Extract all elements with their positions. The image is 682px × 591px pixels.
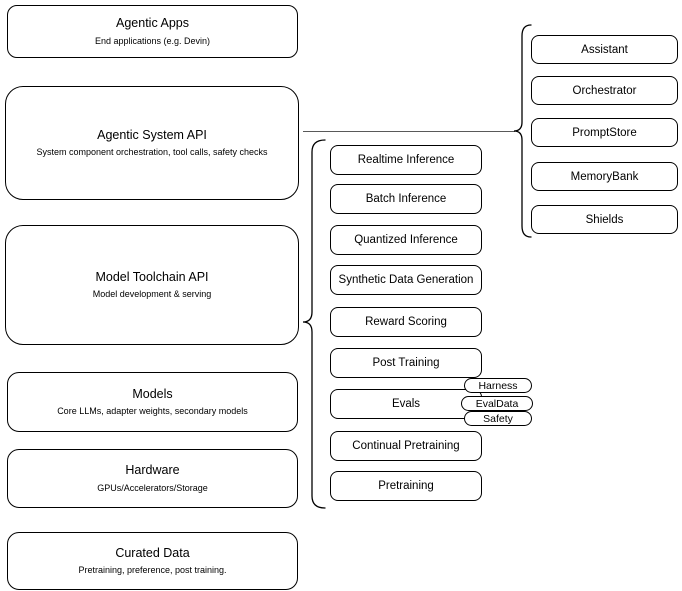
box-agentic-apps: Agentic Apps End applications (e.g. Devi…: [7, 5, 298, 58]
box-quantized-inference-label: Quantized Inference: [354, 234, 458, 246]
box-reward-scoring: Reward Scoring: [330, 307, 482, 337]
box-continual-pretraining: Continual Pretraining: [330, 431, 482, 461]
box-evals: Evals: [330, 389, 482, 419]
box-agentic-system-api: Agentic System API System component orch…: [5, 86, 299, 200]
box-curated-data-subtitle: Pretraining, preference, post training.: [78, 565, 227, 576]
box-post-training-label: Post Training: [372, 357, 440, 369]
box-model-toolchain-api: Model Toolchain API Model development & …: [5, 225, 299, 345]
box-curated-data-title: Curated Data: [115, 545, 190, 560]
box-evals-label: Evals: [391, 398, 421, 410]
system-api-connector-line: [303, 131, 515, 133]
pill-harness: Harness: [464, 378, 532, 393]
box-model-toolchain-api-subtitle: Model development & serving: [92, 289, 212, 300]
box-batch-inference: Batch Inference: [330, 184, 482, 214]
box-orchestrator-label: Orchestrator: [572, 84, 637, 97]
box-models-title: Models: [132, 386, 173, 401]
box-assistant: Assistant: [531, 35, 678, 64]
pill-harness-label: Harness: [478, 379, 518, 392]
box-promptstore-label: PromptStore: [572, 126, 637, 139]
box-realtime-inference-label: Realtime Inference: [357, 154, 455, 166]
box-reward-scoring-label: Reward Scoring: [365, 316, 447, 328]
box-agentic-system-api-subtitle: System component orchestration, tool cal…: [36, 147, 268, 158]
box-memorybank-label: MemoryBank: [570, 170, 639, 183]
system-group-brace: [513, 24, 532, 238]
box-orchestrator: Orchestrator: [531, 76, 678, 105]
box-agentic-apps-title: Agentic Apps: [116, 16, 189, 31]
pill-safety: Safety: [464, 411, 532, 426]
box-agentic-apps-subtitle: End applications (e.g. Devin): [94, 35, 211, 46]
box-pretraining-label: Pretraining: [378, 480, 434, 492]
box-quantized-inference: Quantized Inference: [330, 225, 482, 255]
box-shields-label: Shields: [585, 213, 624, 226]
box-realtime-inference: Realtime Inference: [330, 145, 482, 175]
box-models: Models Core LLMs, adapter weights, secon…: [7, 372, 298, 432]
box-hardware-subtitle: GPUs/Accelerators/Storage: [97, 482, 208, 493]
box-hardware: Hardware GPUs/Accelerators/Storage: [7, 449, 298, 508]
box-assistant-label: Assistant: [581, 43, 628, 56]
box-pretraining: Pretraining: [330, 471, 482, 501]
box-model-toolchain-api-title: Model Toolchain API: [95, 269, 209, 284]
box-synthetic-data-generation-label: Synthetic Data Generation: [338, 274, 474, 286]
box-hardware-title: Hardware: [125, 463, 180, 478]
box-promptstore: PromptStore: [531, 118, 678, 147]
box-continual-pretraining-label: Continual Pretraining: [352, 440, 460, 452]
box-models-subtitle: Core LLMs, adapter weights, secondary mo…: [57, 406, 248, 417]
box-agentic-system-api-title: Agentic System API: [97, 127, 207, 142]
pill-evaldata-label: EvalData: [475, 397, 519, 410]
box-synthetic-data-generation: Synthetic Data Generation: [330, 265, 482, 295]
pill-safety-label: Safety: [483, 412, 513, 425]
box-curated-data: Curated Data Pretraining, preference, po…: [7, 532, 298, 590]
box-batch-inference-label: Batch Inference: [365, 193, 447, 205]
toolchain-group-brace: [302, 139, 326, 509]
box-post-training: Post Training: [330, 348, 482, 378]
box-memorybank: MemoryBank: [531, 162, 678, 191]
box-shields: Shields: [531, 205, 678, 234]
pill-evaldata: EvalData: [461, 396, 533, 411]
